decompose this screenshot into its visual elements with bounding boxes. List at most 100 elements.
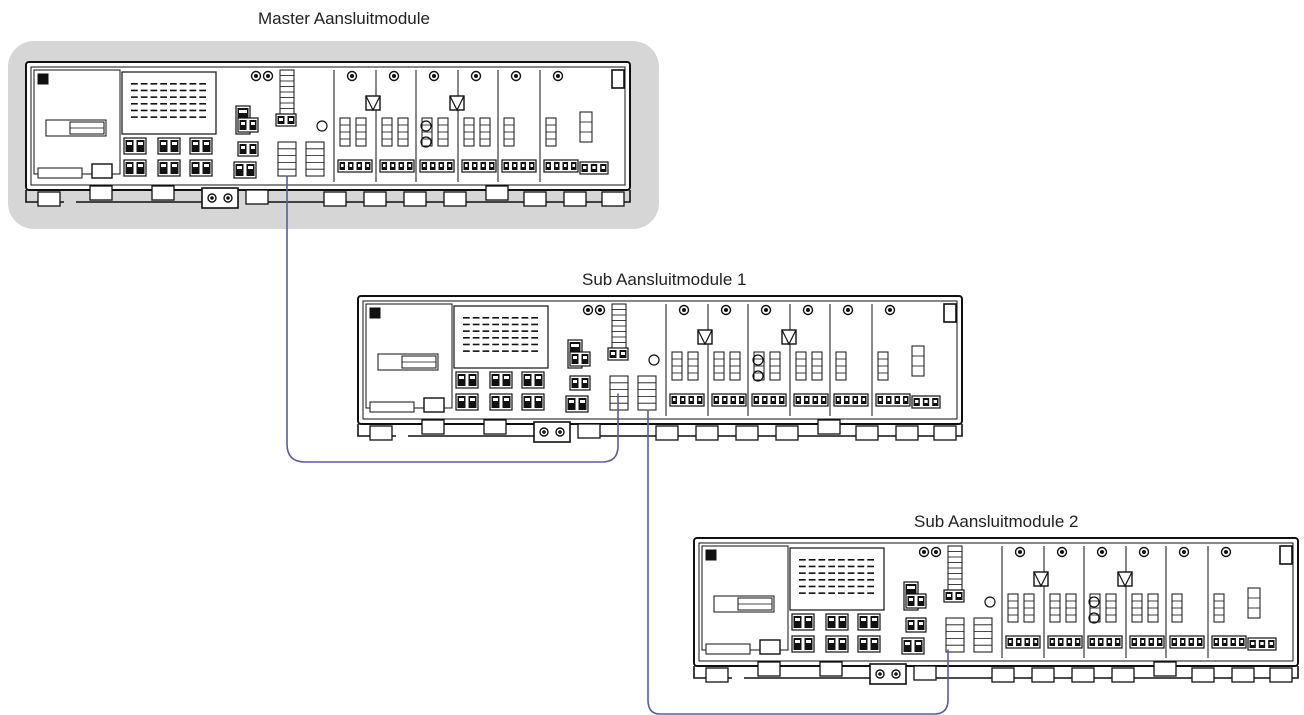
actuator-terminal [379, 159, 415, 173]
mounting-tab [89, 185, 113, 201]
logo-mark [705, 549, 717, 561]
mounting-tab [323, 191, 347, 207]
zone-pictogram [697, 329, 713, 345]
mounting-tab [913, 665, 937, 681]
actuator-terminal [1087, 635, 1123, 649]
bus-connector-b [305, 141, 325, 177]
sensor-symbol [752, 354, 764, 366]
actuator-terminal [711, 393, 747, 407]
mounting-tab [757, 661, 781, 677]
board-housing [693, 537, 1299, 667]
mounting-tab [1031, 667, 1055, 683]
extension-switch [579, 111, 593, 143]
instruction-text-lines [131, 83, 206, 118]
board-housing [25, 61, 631, 191]
logo-mark [369, 307, 381, 319]
sensor-symbol [1088, 612, 1100, 624]
actuator-terminal [419, 159, 455, 173]
fuse-holder [91, 163, 113, 179]
bus-connector-b [973, 617, 993, 653]
mounting-tab [523, 191, 547, 207]
mounting-tab [1153, 661, 1177, 677]
mounting-tab [1231, 667, 1255, 683]
actuator-terminal [1047, 635, 1083, 649]
actuator-terminal [793, 393, 829, 407]
sub-module-1-board [357, 295, 963, 443]
zone-pictogram [365, 95, 381, 111]
sensor-symbol [420, 136, 432, 148]
mounting-tab [1111, 667, 1135, 683]
actuator-terminal [543, 159, 579, 173]
mounting-tab [775, 425, 799, 441]
board-housing [357, 295, 963, 425]
sensor-symbol [1088, 596, 1100, 608]
actuator-terminal [461, 159, 497, 173]
mounting-tab [933, 425, 957, 441]
end-cap-marker [943, 303, 957, 323]
mounting-tab [1071, 667, 1095, 683]
mounting-tab [601, 191, 625, 207]
zone-pictogram [781, 329, 797, 345]
mounting-tab [819, 661, 843, 677]
mounting-tab [421, 419, 445, 435]
mounting-tab [895, 425, 919, 441]
mounting-tab [817, 419, 841, 435]
mounting-tab [369, 425, 393, 441]
fuse-label [705, 643, 751, 655]
mounting-tab [577, 423, 601, 439]
mounting-tab [1191, 667, 1215, 683]
sensor-symbol [648, 354, 660, 366]
actuator-terminal [501, 159, 537, 173]
zone-pictogram [449, 95, 465, 111]
zone-pictogram [1033, 571, 1049, 587]
bus-connector-a [277, 141, 297, 177]
mounting-tab [443, 191, 467, 207]
mounting-tab [485, 185, 509, 201]
mounting-tab [655, 425, 679, 441]
actuator-terminal [875, 393, 911, 407]
fuse-label [37, 167, 83, 179]
mounting-tab [695, 425, 719, 441]
actuator-terminal [1169, 635, 1205, 649]
extension-switch [1247, 587, 1261, 619]
zone-pictogram [1117, 571, 1133, 587]
sub-module-1-label: Sub Aansluitmodule 1 [582, 270, 747, 289]
mounting-tab [151, 185, 175, 201]
sensor-symbol [316, 120, 328, 132]
actuator-terminal [337, 159, 373, 173]
sub-module-2-label: Sub Aansluitmodule 2 [914, 512, 1079, 531]
master-module-board [25, 61, 631, 209]
mounting-tab [363, 191, 387, 207]
sub-module-2-board [693, 537, 1299, 685]
bus-connector-a [609, 375, 629, 411]
actuator-terminal [751, 393, 787, 407]
master-module-label: Master Aansluitmodule [258, 9, 430, 28]
end-cap-marker [611, 69, 625, 89]
mounting-tab [705, 667, 729, 683]
fuse-label [369, 401, 415, 413]
mounting-tab [37, 191, 61, 207]
end-cap-marker [1279, 545, 1293, 565]
bus-connector-a [945, 617, 965, 653]
sensor-symbol [420, 120, 432, 132]
sensor-symbol [752, 370, 764, 382]
fuse-holder [759, 639, 781, 655]
logo-mark [37, 73, 49, 85]
cable-clip [201, 187, 239, 209]
actuator-terminal [669, 393, 705, 407]
actuator-terminal [1211, 635, 1247, 649]
actuator-terminal [833, 393, 869, 407]
mounting-tab [245, 189, 269, 205]
bus-connector-b [637, 375, 657, 411]
fuse-holder [423, 397, 445, 413]
mounting-tab [403, 191, 427, 207]
sensor-symbol [984, 596, 996, 608]
actuator-terminal [1129, 635, 1165, 649]
mounting-tab [855, 425, 879, 441]
mounting-tab [483, 419, 507, 435]
mounting-tab [1269, 667, 1293, 683]
actuator-terminal [1005, 635, 1041, 649]
mounting-tab [991, 667, 1015, 683]
mounting-tab [735, 425, 759, 441]
mounting-tab [563, 191, 587, 207]
